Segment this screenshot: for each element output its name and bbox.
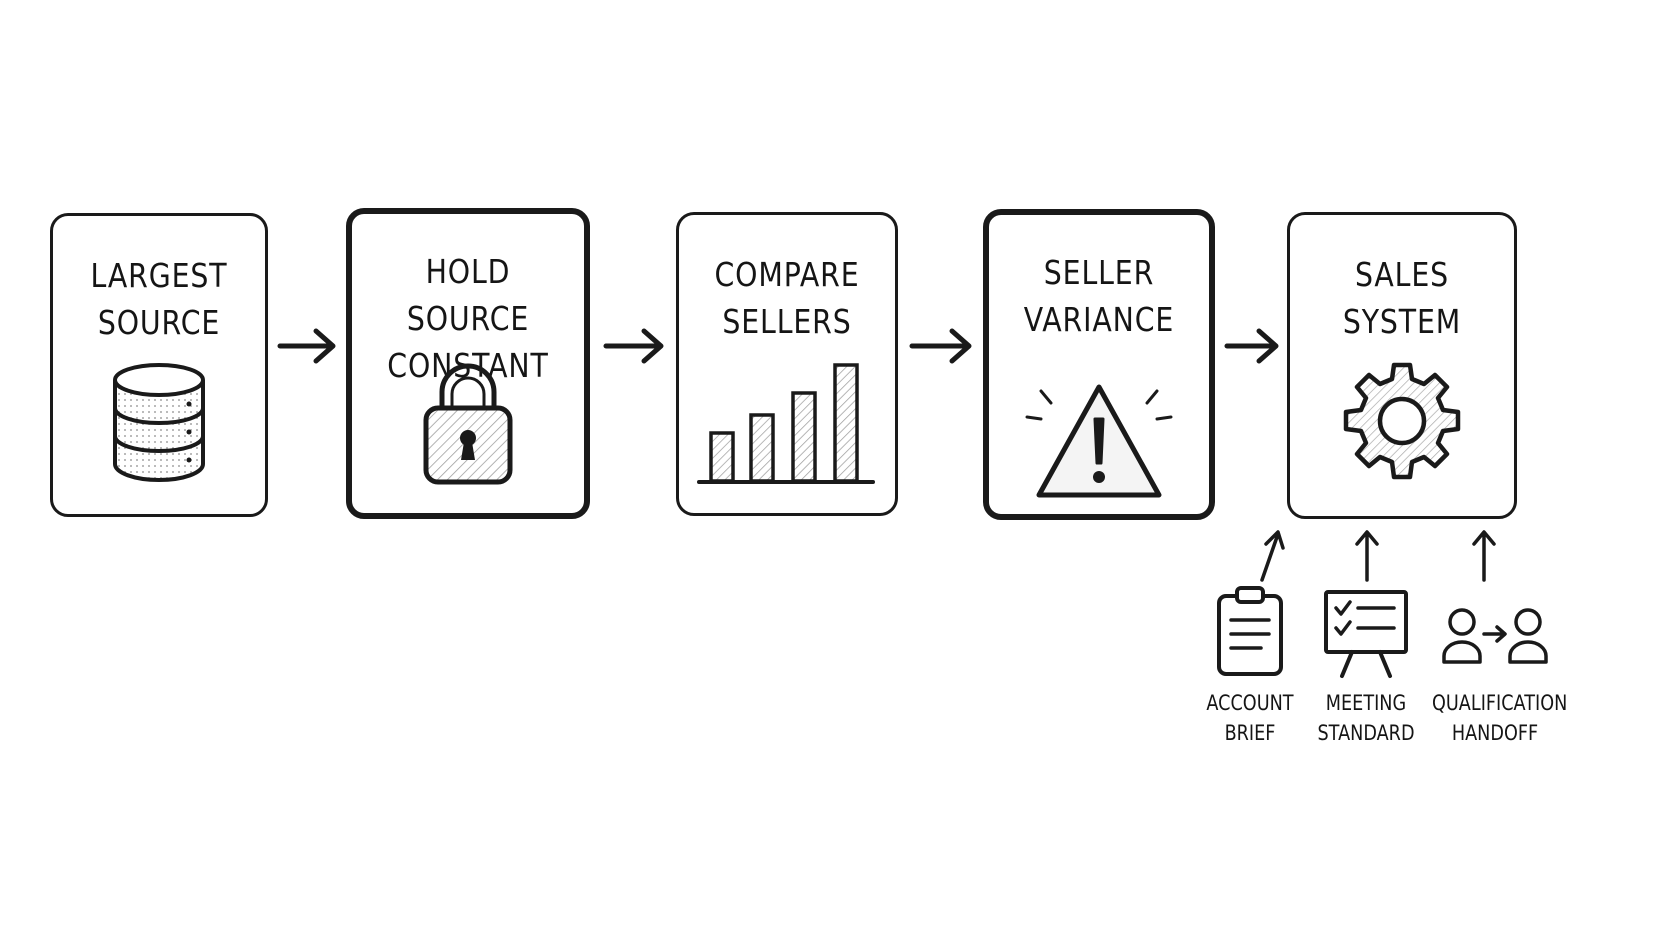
input-account-brief: ACCOUNT BRIEF: [1190, 584, 1310, 754]
bar-chart-icon: [697, 363, 875, 484]
people-handoff-icon: [1442, 608, 1548, 664]
input-label-line: MEETING: [1325, 691, 1407, 715]
chart-bar: [833, 363, 859, 483]
flow-arrow-icon: [603, 328, 664, 364]
step-title-line: SALES: [1354, 255, 1450, 294]
step-title: LARGEST SOURCE: [68, 252, 250, 346]
step-title-line: SELLER: [1043, 253, 1155, 292]
input-arrow-icon: [1260, 530, 1285, 582]
gear-icon: [1343, 362, 1461, 480]
step-card-compare-sellers: COMPARE SELLERS: [676, 212, 898, 516]
database-icon: [113, 363, 205, 482]
input-meeting-standard: MEETING STANDARD: [1304, 584, 1428, 754]
input-label-line: HANDOFF: [1451, 721, 1539, 745]
flow-arrow-icon: [1224, 328, 1279, 364]
input-label: ACCOUNT BRIEF: [1200, 688, 1301, 748]
step-title-line: LARGEST: [90, 256, 228, 295]
chart-bar: [791, 391, 817, 483]
step-title: HOLD SOURCE CONSTANT: [368, 248, 568, 389]
flow-arrow-icon: [909, 328, 972, 364]
input-label-line: STANDARD: [1317, 721, 1415, 745]
step-card-hold-source-constant: HOLD SOURCE CONSTANT: [346, 208, 590, 519]
step-title-line: SYSTEM: [1342, 302, 1462, 341]
step-title-line: SELLERS: [722, 302, 852, 341]
chart-bar: [709, 431, 735, 483]
step-title: SALES SYSTEM: [1306, 251, 1499, 345]
input-label: QUALIFICATION HANDOFF: [1432, 688, 1568, 748]
step-title: SELLER VARIANCE: [1004, 249, 1193, 343]
input-label: MEETING STANDARD: [1314, 688, 1418, 748]
step-title: COMPARE SELLERS: [694, 251, 880, 345]
step-title-line: VARIANCE: [1023, 300, 1175, 339]
input-label-line: BRIEF: [1224, 721, 1276, 745]
input-arrow-icon: [1472, 530, 1496, 582]
step-title-line: HOLD SOURCE: [406, 252, 530, 338]
input-label-line: ACCOUNT: [1206, 691, 1294, 715]
checklist-board-icon: [1324, 590, 1408, 678]
padlock-icon: [423, 363, 513, 485]
flow-arrow-icon: [277, 328, 336, 364]
input-arrow-icon: [1355, 530, 1379, 582]
input-qualification-handoff: QUALIFICATION HANDOFF: [1420, 584, 1570, 754]
step-title-line: SOURCE: [97, 303, 221, 342]
clipboard-icon: [1217, 586, 1283, 676]
warning-icon: [1025, 384, 1173, 498]
input-label-line: QUALIFICATION: [1432, 691, 1568, 715]
chart-bar: [749, 413, 775, 483]
step-title-line: COMPARE: [714, 255, 860, 294]
step-card-largest-source: LARGEST SOURCE: [50, 213, 268, 517]
step-card-sales-system: SALES SYSTEM: [1287, 212, 1517, 519]
step-card-seller-variance: SELLER VARIANCE: [983, 209, 1215, 520]
